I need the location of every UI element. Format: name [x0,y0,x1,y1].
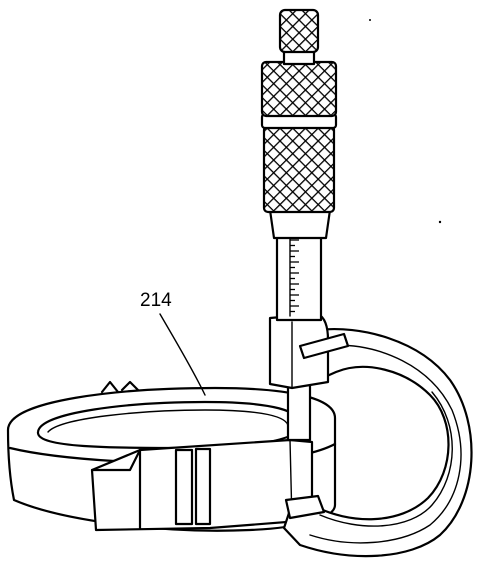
ring-inner-lip [47,409,289,433]
sleeve-scale-ticks [290,239,299,313]
ring-tab-right [120,380,140,392]
ratchet-knob [278,8,320,54]
micrometer [260,8,473,558]
c-frame-inner-edge [309,344,462,544]
reference-callout: 214 [140,290,206,396]
speck [369,19,371,21]
leader-line [159,313,206,396]
thimble-knurled [262,124,336,214]
micrometer-c-frame [282,328,473,558]
micrometer-anvil [284,494,326,520]
speck [438,220,442,224]
c-frame-inner-rim [319,391,453,527]
ring-tab-left [100,380,120,394]
micrometer-spindle [286,383,312,442]
thimble-upper-knurl [260,60,338,118]
clamp-diagonal [90,448,142,472]
clamp-band-2 [194,447,212,526]
ring [6,380,337,532]
reference-numeral: 214 [140,290,172,311]
micrometer-sleeve [275,226,323,322]
thimble-collar [268,208,332,240]
lock-lever [298,332,350,360]
clamp-band-1 [174,448,194,526]
